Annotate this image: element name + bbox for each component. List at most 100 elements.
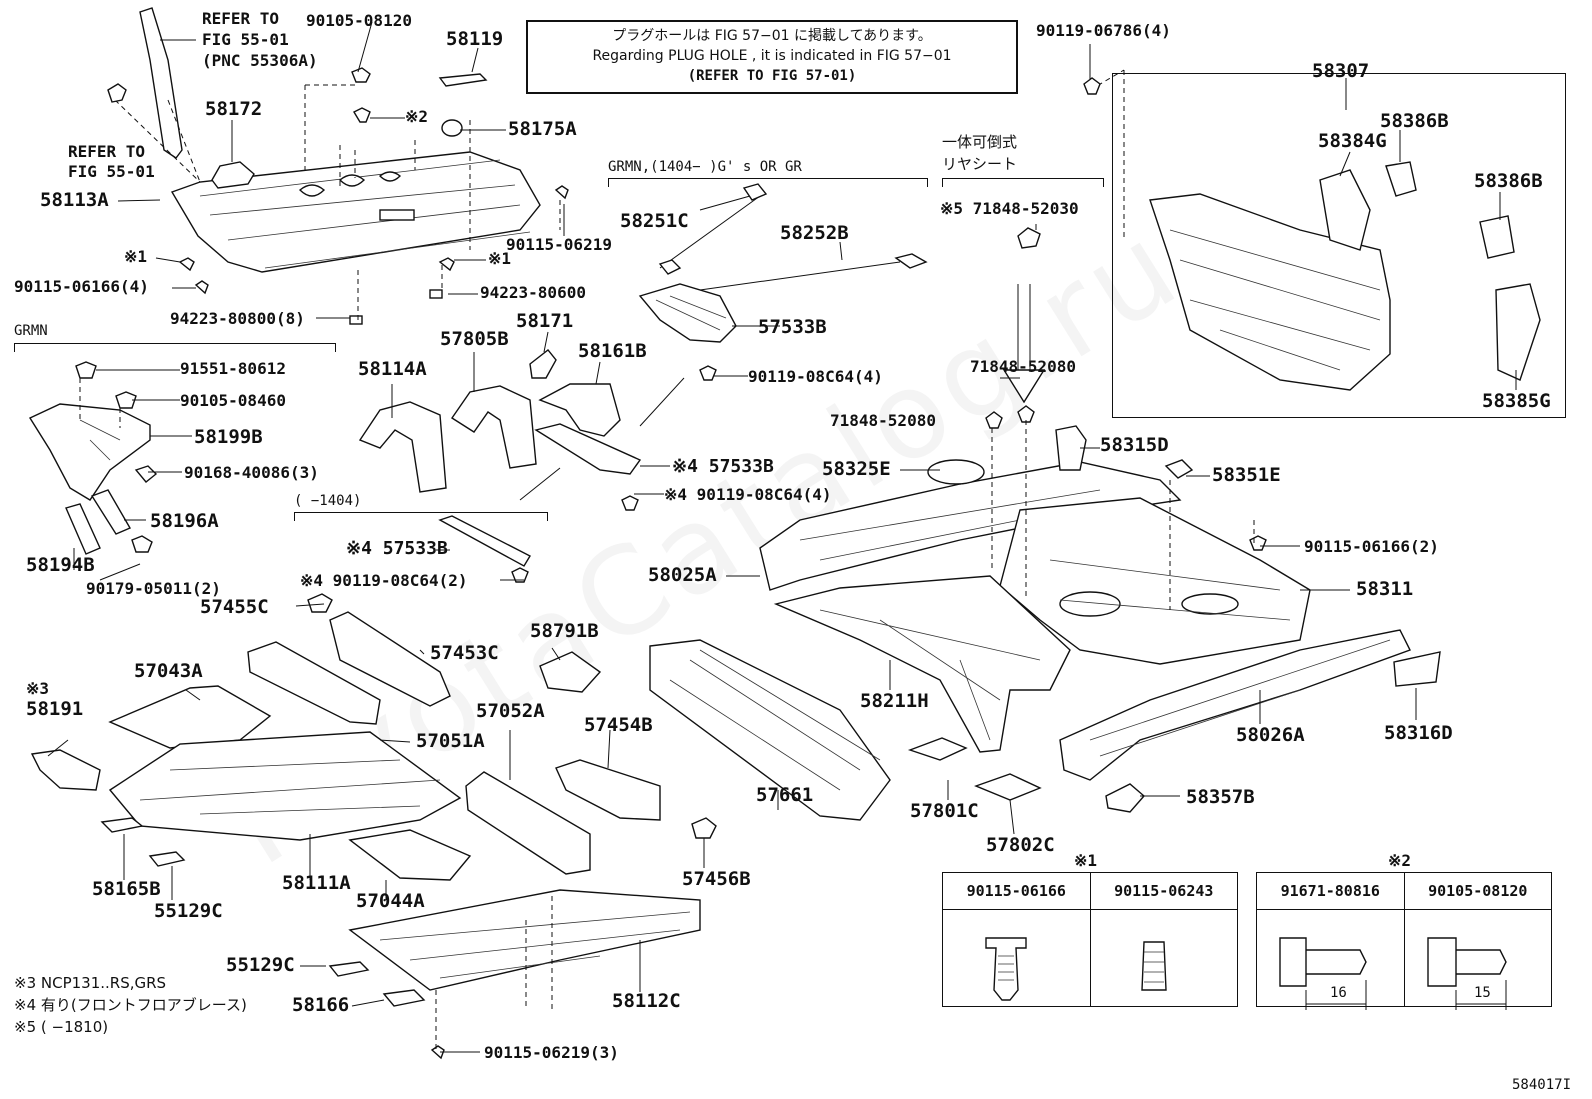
label-94223-80800-8[interactable]: 94223-80800(8) <box>170 309 305 328</box>
label-57533B-b[interactable]: ※4 57533B <box>672 456 774 477</box>
label-58386B-b[interactable]: 58386B <box>1474 170 1543 192</box>
label-57052A[interactable]: 57052A <box>476 700 545 722</box>
label-71848-52030[interactable]: ※5 71848-52030 <box>940 199 1079 218</box>
label-90119-08C64-4-b[interactable]: ※4 90119-08C64(4) <box>664 485 832 504</box>
label-57805B[interactable]: 57805B <box>440 328 509 350</box>
label-58161B[interactable]: 58161B <box>578 340 647 362</box>
label-58384G[interactable]: 58384G <box>1318 130 1387 152</box>
legend-table-1: 90115-06166 90115-06243 <box>942 872 1238 1007</box>
label-90115-06219[interactable]: 90115-06219 <box>506 235 612 254</box>
label-94223-80600[interactable]: 94223-80600 <box>480 283 586 302</box>
label-90105-08120[interactable]: 90105-08120 <box>306 11 412 30</box>
part-58026A-drawing <box>1059 629 1411 781</box>
label-58112C[interactable]: 58112C <box>612 990 681 1012</box>
diagram-id: 584017I <box>1512 1077 1572 1093</box>
label-58386B-a[interactable]: 58386B <box>1380 110 1449 132</box>
label-57801C[interactable]: 57801C <box>910 800 979 822</box>
part-58113A-drawing <box>170 151 541 273</box>
rear-panel-detail-box <box>1112 73 1566 418</box>
part-58191-drawing <box>30 749 101 791</box>
label-note-3: ※3 <box>26 679 50 698</box>
label-58307[interactable]: 58307 <box>1312 60 1370 82</box>
part-57533B-upper-drawing <box>638 283 737 343</box>
part-57044A-drawing <box>348 829 472 881</box>
fastener-90115-06243-icon <box>1089 909 1238 1007</box>
label-91551-80612[interactable]: 91551-80612 <box>180 359 286 378</box>
label-90119-08C64-2[interactable]: ※4 90119-08C64(2) <box>300 571 468 590</box>
label-90119-08C64-4-a[interactable]: 90119-08C64(4) <box>748 367 883 386</box>
label-90168-40086-3[interactable]: 90168-40086(3) <box>184 463 319 482</box>
part-57052A-drawing <box>465 771 591 875</box>
label-57802C[interactable]: 57802C <box>986 834 1055 856</box>
label-57043A[interactable]: 57043A <box>134 660 203 682</box>
label-58026A[interactable]: 58026A <box>1236 724 1305 746</box>
label-58351E[interactable]: 58351E <box>1212 464 1281 486</box>
note-line-2: Regarding PLUG HOLE , it is indicated in… <box>592 48 952 64</box>
label-57453C[interactable]: 57453C <box>430 642 499 664</box>
label-57455C[interactable]: 57455C <box>200 596 269 618</box>
label-90179-05011-2[interactable]: 90179-05011(2) <box>86 579 221 598</box>
label-58194B[interactable]: 58194B <box>26 554 95 576</box>
label-55129C-a[interactable]: 55129C <box>154 900 223 922</box>
label-58119[interactable]: 58119 <box>446 28 504 50</box>
label-90115-06166-2[interactable]: 90115-06166(2) <box>1304 537 1439 556</box>
label-90119-06786-4[interactable]: 90119-06786(4) <box>1036 21 1171 40</box>
label-57051A[interactable]: 57051A <box>416 730 485 752</box>
part-58386B-a-drawing <box>1385 161 1417 197</box>
part-57533B-brace-drawing <box>534 423 642 475</box>
group-bracket-rear-seat <box>942 178 1104 187</box>
part-57533B-lower-drawing <box>438 515 531 567</box>
label-57533B-c[interactable]: ※4 57533B <box>346 538 448 559</box>
label-90105-08460[interactable]: 90105-08460 <box>180 391 286 410</box>
part-58211H-drawing <box>773 575 1071 753</box>
label-57661[interactable]: 57661 <box>756 784 814 806</box>
label-90115-06219-3[interactable]: 90115-06219(3) <box>484 1043 619 1062</box>
label-58791B[interactable]: 58791B <box>530 620 599 642</box>
part-57801C-drawing <box>907 737 968 761</box>
legend-2-col-1: 91671-80816 <box>1256 872 1405 910</box>
label-58172[interactable]: 58172 <box>205 98 263 120</box>
refer-a-line-1: REFER TO <box>202 9 280 28</box>
legend-2-mark: ※2 <box>1388 851 1412 870</box>
label-58316D[interactable]: 58316D <box>1384 722 1453 744</box>
part-57454B-drawing <box>555 759 661 821</box>
part-58166-drawing <box>382 989 426 1007</box>
label-58025A[interactable]: 58025A <box>648 564 717 586</box>
label-57044A[interactable]: 57044A <box>356 890 425 912</box>
label-58325E[interactable]: 58325E <box>822 458 891 480</box>
part-58194B-drawing <box>65 503 101 555</box>
label-58166[interactable]: 58166 <box>292 994 350 1016</box>
label-90115-06166-4[interactable]: 90115-06166(4) <box>14 277 149 296</box>
label-58385G[interactable]: 58385G <box>1482 390 1551 412</box>
label-58252B[interactable]: 58252B <box>780 222 849 244</box>
label-71848-52080-a[interactable]: 71848-52080 <box>970 357 1076 376</box>
part-58165B-drawing <box>100 817 144 833</box>
group-header-rear-seat-1: 一体可倒式 <box>942 133 1018 151</box>
label-58211H[interactable]: 58211H <box>860 690 929 712</box>
label-58113A[interactable]: 58113A <box>40 189 109 211</box>
label-58111A[interactable]: 58111A <box>282 872 351 894</box>
label-58175A[interactable]: 58175A <box>508 118 577 140</box>
label-58357B[interactable]: 58357B <box>1186 786 1255 808</box>
label-58171[interactable]: 58171 <box>516 310 574 332</box>
label-58114A[interactable]: 58114A <box>358 358 427 380</box>
label-57456B[interactable]: 57456B <box>682 868 751 890</box>
group-header-grmn: GRMN <box>14 323 48 339</box>
part-58351E-drawing <box>1164 459 1194 479</box>
part-58171-drawing <box>529 349 557 379</box>
label-58199B[interactable]: 58199B <box>194 426 263 448</box>
label-58196A[interactable]: 58196A <box>150 510 219 532</box>
legend-table-2: 91671-80816 90105-08120 <box>1256 872 1552 1007</box>
refer-b-line-2: FIG 55-01 <box>68 162 155 181</box>
label-58315D[interactable]: 58315D <box>1100 434 1169 456</box>
label-58191[interactable]: 58191 <box>26 698 84 720</box>
label-55129C-b[interactable]: 55129C <box>226 954 295 976</box>
label-58311[interactable]: 58311 <box>1356 578 1414 600</box>
label-58251C[interactable]: 58251C <box>620 210 689 232</box>
label-57533B-a[interactable]: 57533B <box>758 316 827 338</box>
label-58165B[interactable]: 58165B <box>92 878 161 900</box>
footnote-4: ※4 有り(フロントフロアブレース) <box>14 996 247 1014</box>
label-57454B[interactable]: 57454B <box>584 714 653 736</box>
label-71848-52080-b[interactable]: 71848-52080 <box>830 411 936 430</box>
